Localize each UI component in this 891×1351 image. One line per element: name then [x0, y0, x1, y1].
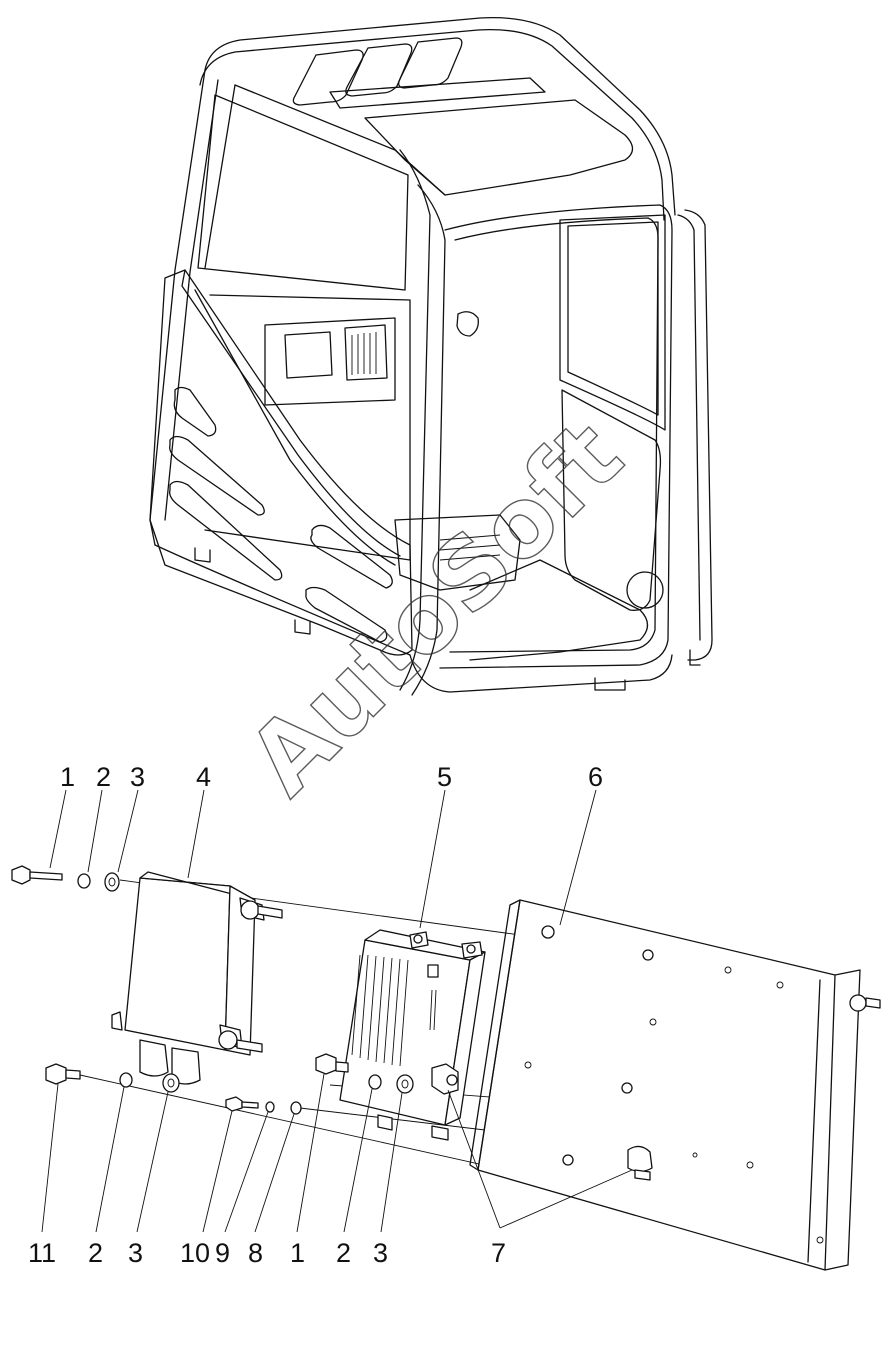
callout-11-bottom: 11: [28, 1238, 56, 1268]
callout-leaders: [41, 789, 633, 1233]
bolt-1-top: [11, 865, 63, 885]
cab-assembly: [149, 16, 713, 696]
parts-exploded: [11, 865, 881, 1271]
screw-10: [225, 1096, 259, 1112]
lock-washer-2-top: [77, 873, 91, 889]
clip-7: [431, 1063, 459, 1095]
callout-7-bottom: 7: [491, 1238, 506, 1268]
lock-washer-2-left: [119, 1072, 133, 1088]
lock-washer-9: [265, 1101, 275, 1113]
callout-2-bottom-b: 2: [336, 1238, 351, 1268]
callout-4-top: 4: [196, 762, 211, 792]
callout-5-top: 5: [437, 762, 452, 792]
callout-10-bottom: 10: [180, 1238, 210, 1268]
bolt-1-middle: [315, 1053, 349, 1075]
callout-8-bottom: 8: [248, 1238, 263, 1268]
controller-box-4: [111, 871, 283, 1085]
callout-3-bottom-b: 3: [373, 1238, 388, 1268]
flat-washer-8: [290, 1101, 302, 1115]
callout-labels-top: 1 2 3 4 5 6: [60, 762, 603, 792]
callout-6-top: 6: [588, 762, 603, 792]
callout-3-top: 3: [130, 762, 145, 792]
callout-3-bottom-a: 3: [128, 1238, 143, 1268]
watermark: AutoSoft: [226, 399, 644, 817]
callout-1-bottom: 1: [290, 1238, 305, 1268]
bolt-11: [45, 1063, 81, 1085]
callout-2-top: 2: [96, 762, 111, 792]
mounting-plate-6: [469, 899, 881, 1271]
ecu-module-5: [339, 929, 486, 1141]
watermark-text: AutoSoft: [227, 400, 644, 817]
callout-1-top: 1: [60, 762, 75, 792]
flat-washer-3-top: [104, 872, 120, 892]
callout-labels-bottom: 11 2 3 10 9 8 1 2 3 7: [28, 1238, 506, 1268]
callout-9-bottom: 9: [215, 1238, 230, 1268]
flat-washer-3-left: [162, 1073, 180, 1093]
flat-washer-3-middle: [396, 1074, 414, 1094]
callout-2-bottom-a: 2: [88, 1238, 103, 1268]
lock-washer-2-middle: [368, 1074, 382, 1090]
